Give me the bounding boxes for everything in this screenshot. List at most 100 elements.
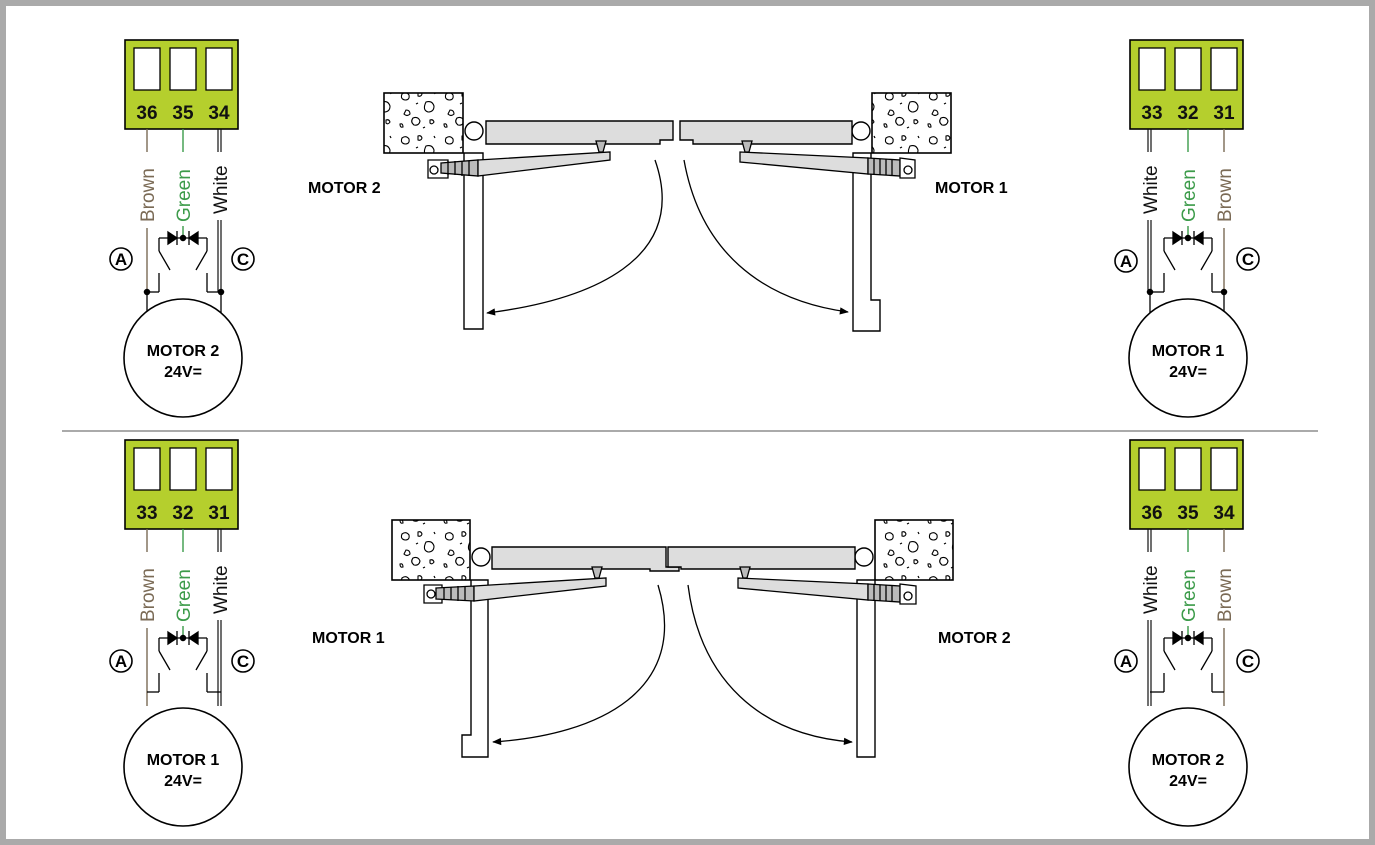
terminal-number: 33 (1141, 103, 1162, 124)
motor-circle: MOTOR 2 24V= (1128, 707, 1248, 827)
motor-name: MOTOR 1 (147, 752, 220, 769)
gate-leaf-right-open (856, 579, 876, 758)
gate-leaf-left-closed (485, 120, 674, 145)
motor-voltage: 24V= (1169, 773, 1207, 790)
brown-wire-label: Brown (138, 168, 159, 222)
gate-motor-label-left: MOTOR 1 (312, 630, 385, 647)
circle-c-letter: C (237, 250, 249, 269)
terminal-number: 31 (208, 503, 230, 524)
terminal-number: 33 (136, 503, 157, 524)
gate-leaf-right-closed (679, 120, 853, 145)
limit-switch (1150, 630, 1224, 693)
circle-a-marker: A (109, 649, 133, 673)
wiring-unit-left: 36 35 34 Brown Green White (109, 39, 255, 418)
circle-c-letter: C (237, 652, 249, 671)
brown-wire-label: Brown (138, 568, 159, 622)
limit-switch (1146, 230, 1228, 316)
swing-arc-right (683, 159, 849, 315)
terminal-slot (133, 447, 161, 491)
circle-a-marker: A (1114, 649, 1138, 673)
terminal-block: 33 32 31 (1129, 39, 1244, 130)
circle-a-letter: A (115, 652, 127, 671)
terminal-slot (1138, 47, 1166, 91)
white-wire-label: White (1141, 565, 1162, 614)
gate-motor-label-right: MOTOR 1 (935, 180, 1008, 197)
hinge-left (471, 547, 491, 567)
gate-leaf-left-open (463, 152, 484, 330)
white-wire-label: White (211, 165, 232, 214)
circle-c-marker: C (231, 649, 255, 673)
terminal-slot (133, 47, 161, 91)
green-wire-label: Green (1179, 169, 1200, 222)
gate-leaf-right-closed (667, 546, 856, 570)
wiring-unit-left: 33 32 31 Brown Green White (109, 439, 255, 827)
motor-circle: MOTOR 1 24V= (1128, 298, 1248, 418)
wiring-unit-right: 33 32 31 White Green Brown (1114, 39, 1260, 418)
terminal-number: 32 (172, 503, 193, 524)
circle-a-marker: A (109, 247, 133, 271)
hinge-left (464, 121, 484, 141)
terminal-number: 35 (172, 103, 194, 124)
stone-pillar-right (871, 92, 952, 154)
gate-drawing: MOTOR 2 MOTOR 1 (308, 92, 1008, 332)
terminal-number: 34 (1213, 503, 1235, 524)
gate-leaf-left-open (461, 579, 489, 758)
actuator-right (739, 140, 916, 179)
actuator-left (427, 140, 611, 179)
motor-voltage: 24V= (164, 773, 202, 790)
swing-arc-right (687, 584, 853, 745)
terminal-number: 35 (1177, 503, 1199, 524)
terminal-slot (205, 47, 233, 91)
gate-leaf-right-open (852, 152, 881, 332)
terminal-block: 36 35 34 (1129, 439, 1244, 530)
circle-c-letter: C (1242, 250, 1254, 269)
circle-a-letter: A (1120, 252, 1132, 271)
gate-motor-label-left: MOTOR 2 (308, 180, 381, 197)
gate-drawing: MOTOR 1 MOTOR 2 (312, 519, 1011, 758)
actuator-right (737, 566, 917, 605)
terminal-number: 36 (1141, 503, 1162, 524)
motor-name: MOTOR 1 (1152, 343, 1225, 360)
terminal-slot (1174, 447, 1202, 491)
green-wire-label: Green (174, 169, 195, 222)
limit-switch (143, 230, 225, 316)
circle-c-marker: C (231, 247, 255, 271)
stone-pillar-left (391, 519, 471, 581)
terminal-block: 36 35 34 (124, 39, 239, 130)
terminal-slot (1210, 447, 1238, 491)
gate-leaf-left-closed (491, 546, 680, 572)
panel-2: 33 32 31 Brown Green White (109, 439, 1260, 827)
gate-motor-label-right: MOTOR 2 (938, 630, 1011, 647)
terminal-slot (1138, 447, 1166, 491)
terminal-number: 34 (208, 103, 230, 124)
terminal-slot (1210, 47, 1238, 91)
circle-a-marker: A (1114, 249, 1138, 273)
wiring-unit-right: 36 35 34 White Green Brown (1114, 439, 1260, 827)
panel-1: 36 35 34 Brown Green White (109, 39, 1260, 418)
circle-c-letter: C (1242, 652, 1254, 671)
motor-circle: MOTOR 1 24V= (123, 707, 243, 827)
circle-a-letter: A (115, 250, 127, 269)
terminal-number: 32 (1177, 103, 1198, 124)
hinge-right (851, 121, 871, 141)
motor-voltage: 24V= (1169, 364, 1207, 381)
white-wire-label: White (211, 565, 232, 614)
motor-name: MOTOR 2 (147, 343, 220, 360)
hinge-right (854, 547, 874, 567)
swing-arc-left (486, 159, 663, 316)
circle-c-marker: C (1236, 649, 1260, 673)
stone-pillar-right (874, 519, 954, 581)
limit-switch (147, 630, 221, 693)
motor-voltage: 24V= (164, 364, 202, 381)
green-wire-label: Green (1179, 569, 1200, 622)
stone-pillar-left (383, 92, 464, 154)
actuator-left (423, 566, 607, 604)
circle-c-marker: C (1236, 247, 1260, 271)
brown-wire-label: Brown (1215, 168, 1236, 222)
circle-a-letter: A (1120, 652, 1132, 671)
green-wire-label: Green (174, 569, 195, 622)
terminal-number: 36 (136, 103, 157, 124)
terminal-number: 31 (1213, 103, 1235, 124)
